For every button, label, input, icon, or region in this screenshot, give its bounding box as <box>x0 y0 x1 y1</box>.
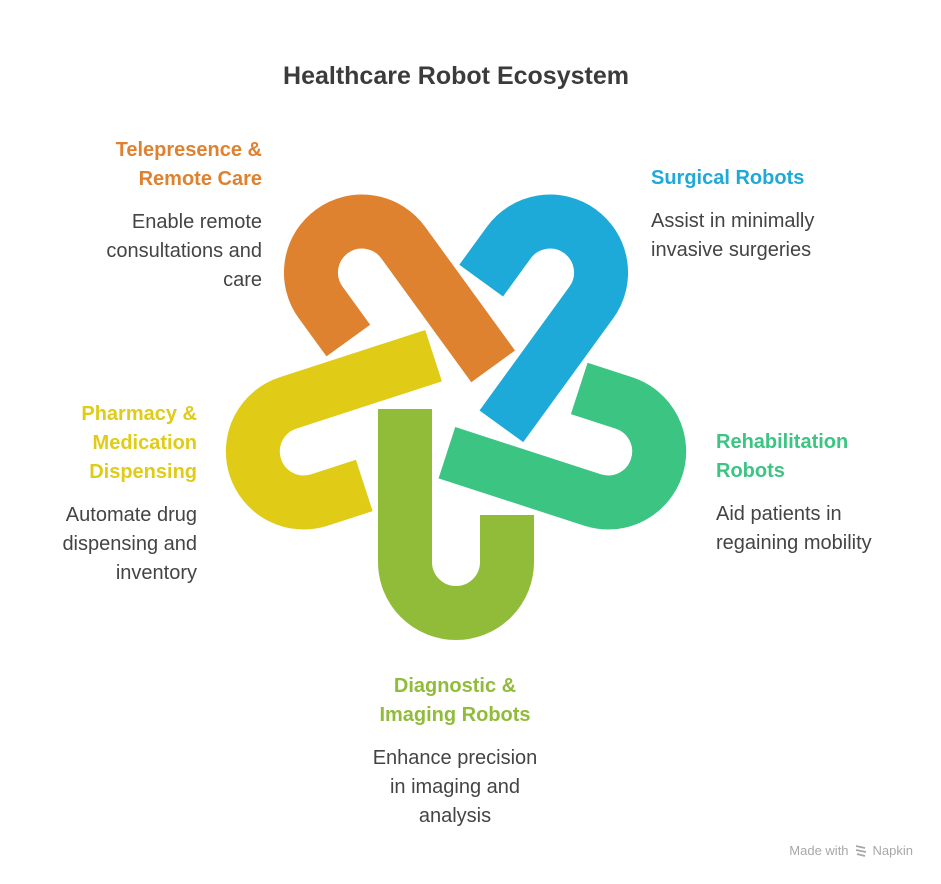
item-telepresence: Telepresence & Remote Care Enable remote… <box>106 136 262 295</box>
item-diagnostic: Diagnostic & Imaging Robots Enhance prec… <box>305 672 605 831</box>
item-pharmacy: Pharmacy & Medication Dispensing Automat… <box>62 400 197 588</box>
item-heading: Telepresence & Remote Care <box>115 139 262 190</box>
item-description: Assist in minimally invasive surgeries <box>651 210 815 261</box>
item-description: Enable remote consultations and care <box>106 211 262 291</box>
footer-brand: Napkin <box>872 843 913 858</box>
napkin-logo-icon <box>855 844 866 857</box>
loop-rehabilitation <box>438 362 687 530</box>
loop-pharmacy <box>225 329 442 530</box>
loop-surgical <box>459 194 628 443</box>
item-surgical: Surgical Robots Assist in minimally inva… <box>651 164 814 265</box>
item-description: Automate drug dispensing and inventory <box>62 504 197 584</box>
item-heading: Diagnostic & Imaging Robots <box>379 675 531 726</box>
diagram-title: Healthcare Robot Ecosystem <box>283 62 629 90</box>
item-heading: Rehabilitation Robots <box>716 431 849 482</box>
item-description: Enhance precision in imaging and analysi… <box>372 747 538 827</box>
made-with-napkin: Made with Napkin <box>789 843 913 858</box>
loop-diagnostic <box>378 409 534 640</box>
item-heading: Pharmacy & Medication Dispensing <box>81 403 197 483</box>
item-heading: Surgical Robots <box>651 167 805 189</box>
footer-made-with: Made with <box>789 843 849 858</box>
loop-telepresence <box>284 194 515 383</box>
item-description: Aid patients in regaining mobility <box>716 503 872 554</box>
item-rehabilitation: Rehabilitation Robots Aid patients in re… <box>716 428 872 558</box>
